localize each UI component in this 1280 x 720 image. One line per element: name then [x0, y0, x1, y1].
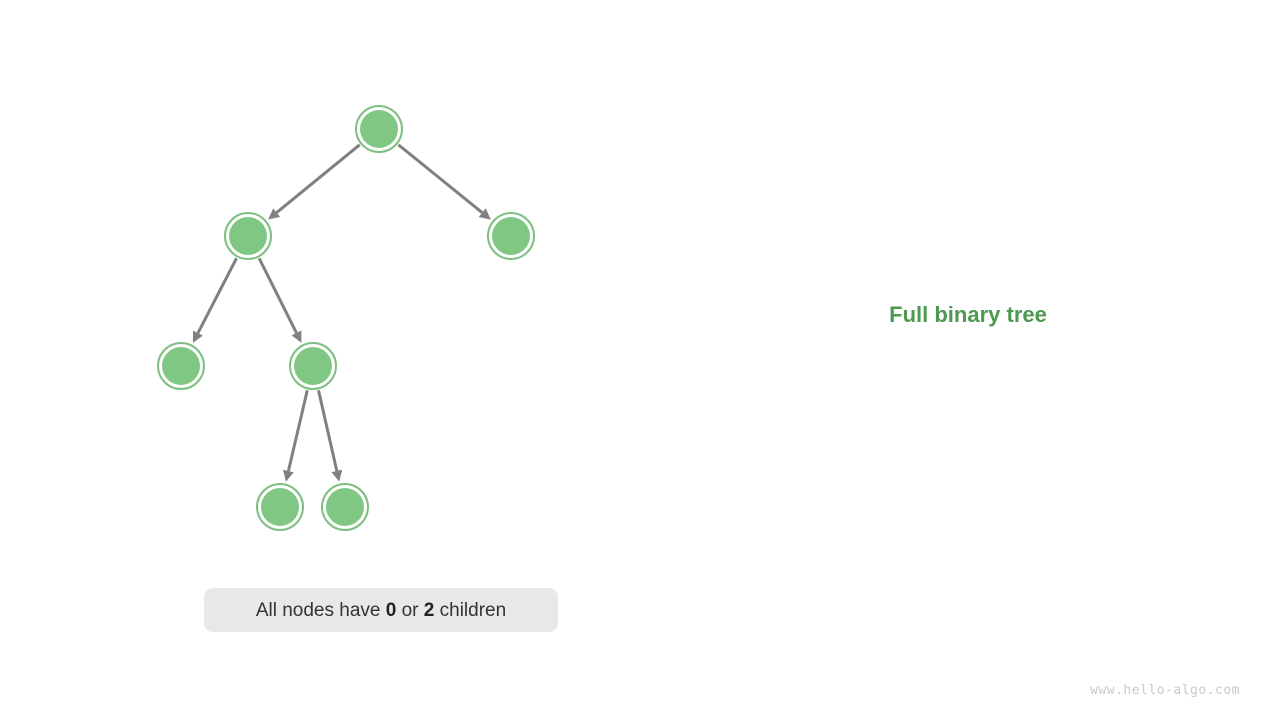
- tree-node[interactable]: [321, 483, 369, 531]
- page-title: Full binary tree: [889, 302, 1047, 327]
- watermark: www.hello-algo.com: [1090, 683, 1240, 698]
- tree-edge-arrowhead: [283, 469, 294, 482]
- tree-node[interactable]: [256, 483, 304, 531]
- tree-node-body: [261, 488, 299, 526]
- tree-node-body: [492, 217, 530, 255]
- caption-bold-zero: 0: [385, 599, 397, 621]
- tree-edge-arrowhead: [192, 330, 203, 343]
- tree-node-ring: [487, 212, 535, 260]
- caption-suffix: children: [434, 599, 507, 621]
- tree-node[interactable]: [157, 342, 205, 390]
- tree-node-body: [294, 347, 332, 385]
- tree-node-ring: [321, 483, 369, 531]
- tree-node-ring: [157, 342, 205, 390]
- tree-node-ring: [355, 105, 403, 153]
- tree-node[interactable]: [487, 212, 535, 260]
- tree-edge: [196, 257, 238, 334]
- tree-node-ring: [289, 342, 337, 390]
- tree-edge-arrowhead: [291, 330, 302, 343]
- tree-node-body: [326, 488, 364, 526]
- tree-edge-arrowhead: [478, 208, 491, 220]
- tree-edge: [397, 143, 484, 214]
- caption-prefix: All nodes have: [255, 599, 386, 621]
- tree-node-body: [162, 347, 200, 385]
- tree-edge: [286, 389, 309, 472]
- tree-edge: [275, 143, 361, 214]
- tree-node[interactable]: [224, 212, 272, 260]
- tree-node-ring: [224, 212, 272, 260]
- caption-badge: All nodes have 0 or 2 children: [204, 588, 558, 632]
- caption-text: All nodes have 0 or 2 children: [256, 601, 506, 620]
- tree-edge-arrowhead: [268, 208, 281, 220]
- tree-node-body: [360, 110, 398, 148]
- tree-node-body: [229, 217, 267, 255]
- caption-bold-two: 2: [423, 599, 435, 621]
- tree-edge: [257, 257, 298, 334]
- tree-node-layer: [157, 105, 535, 531]
- tree-edge-layer: [192, 143, 491, 482]
- caption-middle: or: [396, 599, 424, 621]
- tree-edge-arrowhead: [331, 469, 343, 482]
- tree-edge: [317, 390, 339, 472]
- tree-node[interactable]: [289, 342, 337, 390]
- tree-node-ring: [256, 483, 304, 531]
- tree-node[interactable]: [355, 105, 403, 153]
